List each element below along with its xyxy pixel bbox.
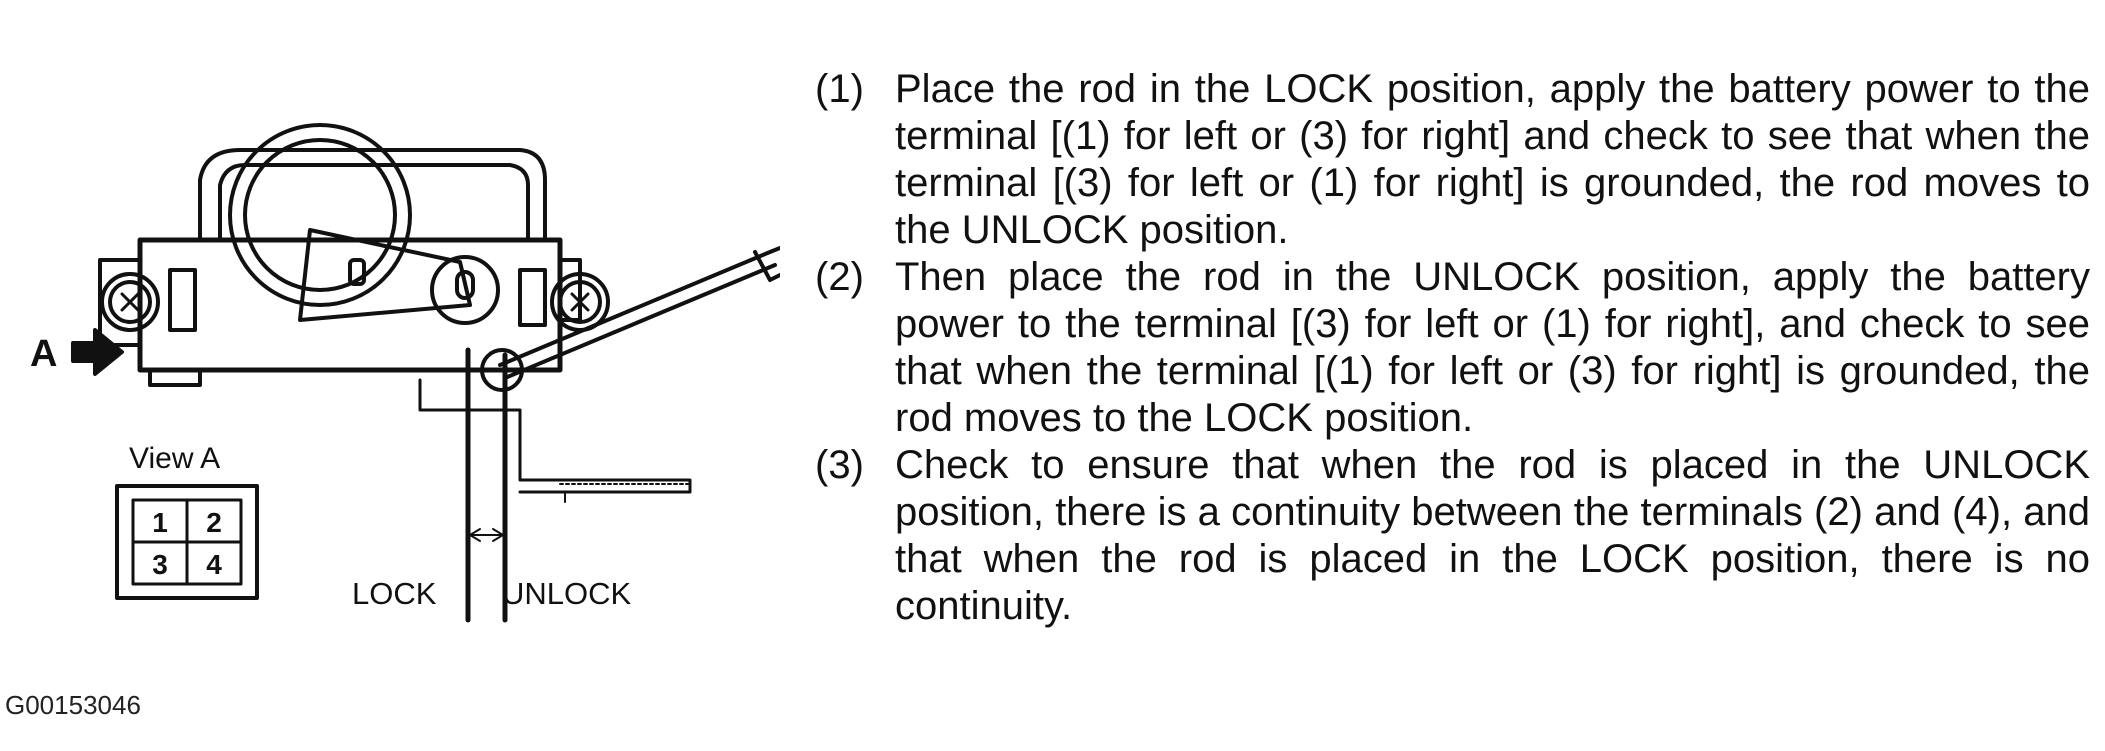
- terminal-1: 1: [152, 507, 168, 538]
- step-3: (3) Check to ensure that when the rod is…: [815, 442, 2090, 630]
- view-arrow: A: [30, 328, 124, 376]
- step-text: Place the rod in the LOCK position, appl…: [895, 67, 2090, 252]
- arrow-label: A: [30, 333, 57, 375]
- actuating-rod: [480, 246, 780, 392]
- door-lock-actuator-diagram: A View A 1 2 3 4 LOCK UNLOCK: [30, 123, 780, 623]
- unlock-label: UNLOCK: [502, 576, 632, 611]
- step-2: (2) Then place the rod in the UNLOCK pos…: [815, 254, 2090, 442]
- lever-arm: [298, 228, 500, 325]
- terminal-4: 4: [206, 549, 222, 580]
- step-text: Then place the rod in the UNLOCK positio…: [895, 255, 2090, 440]
- step-number: (2): [815, 255, 864, 299]
- procedure-steps: (1) Place the rod in the LOCK position, …: [815, 66, 2090, 630]
- lock-label: LOCK: [352, 576, 437, 611]
- terminal-3: 3: [152, 549, 168, 580]
- actuator-body: [98, 123, 582, 387]
- step-1: (1) Place the rod in the LOCK position, …: [815, 66, 2090, 254]
- view-label: View A: [129, 442, 220, 475]
- terminal-2: 2: [206, 507, 222, 538]
- connector-view: View A 1 2 3 4: [115, 442, 259, 600]
- figure-code: G00153046: [5, 690, 141, 720]
- lower-bracket: [418, 378, 692, 503]
- step-text: Check to ensure that when the rod is pla…: [895, 443, 2090, 628]
- left-mounting-screw: [100, 272, 160, 332]
- step-number: (3): [815, 443, 864, 487]
- step-number: (1): [815, 67, 864, 111]
- rod-travel-indicator: [465, 347, 508, 623]
